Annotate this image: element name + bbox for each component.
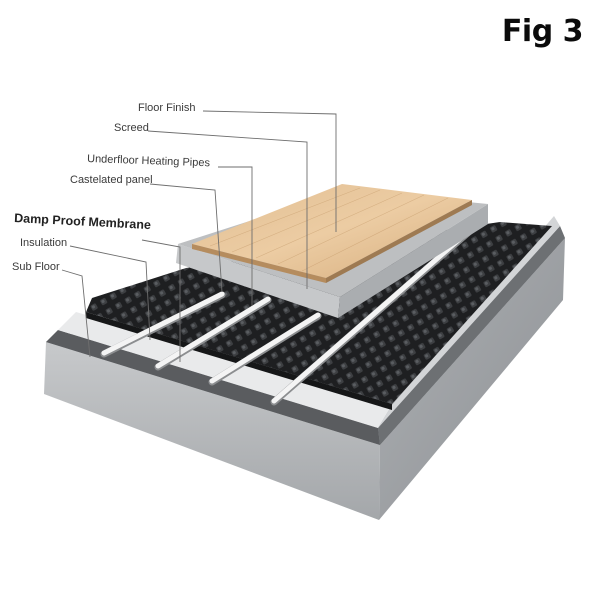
label-castelated-panel: Castelated panel [70, 174, 153, 186]
label-sub-floor: Sub Floor [12, 261, 60, 273]
figure-title: Fig 3 [502, 14, 583, 49]
label-screed: Screed [114, 122, 149, 134]
label-insulation: Insulation [20, 237, 67, 249]
label-floor-finish: Floor Finish [138, 102, 195, 114]
label-damp-proof-membrane: Damp Proof Membrane [14, 211, 151, 232]
label-underfloor-heating-pipes: Underfloor Heating Pipes [87, 153, 211, 169]
